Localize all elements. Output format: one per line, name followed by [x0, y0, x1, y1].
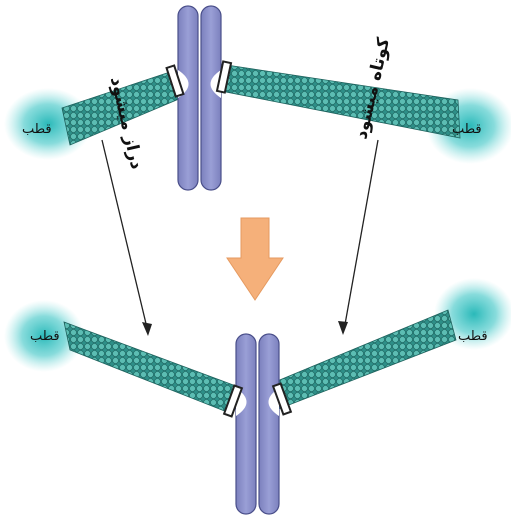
kinetochore-bottom-right [271, 382, 293, 416]
bottom-stage: قطب قطب [4, 278, 511, 515]
shorten-annotation: کوتاه میشود [338, 36, 394, 335]
kinetochore-bottom-left [222, 384, 244, 418]
top-stage: قطب قطب [4, 5, 511, 191]
microtubule-top-right [215, 63, 461, 139]
pole-label-top-left: قطب [22, 122, 52, 137]
pole-label-top-right: قطب [452, 122, 482, 137]
microtubule-bottom-right [269, 309, 457, 411]
microtubule-bottom-left [63, 321, 237, 415]
chromosome-top [165, 5, 233, 191]
lengthen-arrowhead [142, 322, 152, 336]
pole-bottom-left [4, 300, 84, 372]
kinetochore-top-left [165, 64, 185, 98]
transition-arrow [226, 217, 284, 301]
pole-label-bottom-left: قطب [30, 329, 60, 344]
shorten-arrow [343, 139, 379, 331]
kinetochore-top-right [215, 60, 233, 94]
shorten-arrowhead [338, 321, 348, 335]
lengthen-arrow [101, 139, 149, 333]
pole-label-bottom-right: قطب [458, 329, 488, 344]
chromosome-bottom [222, 333, 293, 515]
